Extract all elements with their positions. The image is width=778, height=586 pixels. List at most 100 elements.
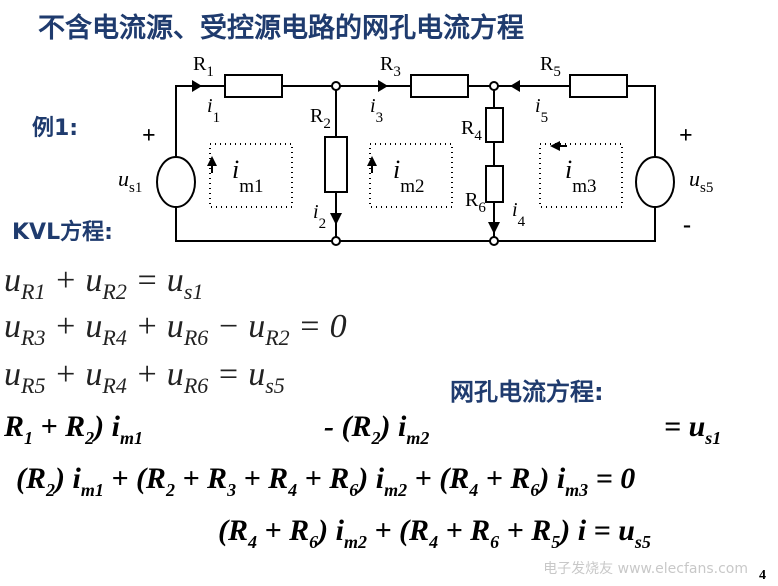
equation-subscript: m1 — [80, 480, 104, 500]
node — [489, 236, 499, 246]
kvl-equation-2: uR3 + uR4 + uR6 − uR2 = 0 — [4, 308, 347, 351]
equation-term: = u — [208, 356, 266, 393]
equation-term: + R — [257, 514, 310, 547]
equation-term: + R — [499, 514, 552, 547]
equation-subscript: 6 — [349, 480, 359, 500]
voltage-source-us1 — [156, 156, 196, 208]
svg-text:R3: R3 — [380, 53, 401, 80]
resistor-r1 — [224, 74, 283, 98]
equation-subscript: R4 — [102, 373, 127, 398]
slide-title: 不含电流源、受控源电路的网孔电流方程 — [38, 13, 524, 44]
equation-subscript: s1 — [705, 428, 722, 448]
equation-term: ) i — [55, 462, 81, 495]
resistor-r3 — [410, 74, 469, 98]
equation-subscript: 4 — [429, 532, 439, 552]
equation-subscript: m2 — [343, 532, 367, 552]
mesh-equation-part-3: = us1 — [664, 410, 721, 449]
mesh-equation-part-1: R1 + R2) im1 — [4, 410, 143, 449]
equation-subscript: R2 — [265, 325, 290, 350]
equation-subscript: R2 — [102, 279, 127, 304]
mesh-equation-part-4: (R2) im1 + (R2 + R3 + R4 + R6) im2 + (R4… — [16, 462, 635, 501]
svg-text:us5: us5 — [689, 166, 713, 196]
equation-subscript: 2 — [371, 428, 381, 448]
mesh-label: 网孔电流方程: — [450, 378, 604, 406]
svg-text:R6: R6 — [465, 189, 486, 216]
equation-term: = u — [586, 514, 635, 547]
equation-subscript: R3 — [21, 325, 46, 350]
svg-text:i2: i2 — [313, 201, 326, 232]
equation-term: + (R — [366, 514, 430, 547]
mesh-loop-1 — [209, 143, 293, 208]
equation-subscript: R4 — [102, 325, 127, 350]
svg-text:i5: i5 — [535, 95, 548, 126]
equation-term: = 0 — [588, 462, 636, 495]
equation-term: = 0 — [289, 308, 347, 345]
equation-subscript: 6 — [490, 532, 500, 552]
equation-subscript: 5 — [551, 532, 561, 552]
page-number: 4 — [759, 568, 766, 583]
svg-text:R5: R5 — [540, 53, 561, 80]
mesh-equation-part-5: (R4 + R6) im2 + (R4 + R6 + R5) i = us5 — [218, 514, 651, 553]
equation-subscript: 6 — [309, 532, 319, 552]
watermark: 电子发烧友 www.elecfans.com — [543, 561, 748, 577]
equation-subscript: 6 — [530, 480, 540, 500]
svg-text:R1: R1 — [193, 53, 214, 80]
equation-term: − u — [208, 308, 266, 345]
svg-text:i4: i4 — [512, 199, 526, 230]
example-label: 例1: — [32, 116, 79, 141]
arrow-i3-icon — [378, 80, 388, 92]
equation-term: u — [4, 262, 21, 299]
equation-term: + R — [297, 462, 350, 495]
mesh-loop-2 — [369, 143, 453, 208]
svg-text:i1: i1 — [207, 95, 220, 126]
equation-subscript: m1 — [119, 428, 143, 448]
equation-term: + R — [236, 462, 289, 495]
equation-subscript: s1 — [183, 279, 204, 304]
equation-term: + R — [478, 462, 531, 495]
equation-term: + u — [45, 308, 103, 345]
equation-term: + u — [126, 308, 184, 345]
kvl-label: KVL方程: — [12, 220, 113, 245]
equation-term: (R — [218, 514, 248, 547]
equation-term: ) i — [318, 514, 344, 547]
equation-subscript: R1 — [21, 279, 46, 304]
svg-text:i3: i3 — [370, 95, 383, 126]
mesh-equation-part-2: - (R2) im2 — [324, 410, 429, 449]
equation-term: u — [4, 308, 21, 345]
equation-term: (R — [16, 462, 46, 495]
equation-subscript: R5 — [21, 373, 46, 398]
kvl-equation-1: uR1 + uR2 = us1 — [4, 262, 203, 305]
equation-subscript: s5 — [265, 373, 285, 398]
svg-text:R4: R4 — [461, 117, 482, 144]
equation-subscript: R6 — [183, 373, 209, 398]
svg-text:us1: us1 — [118, 166, 142, 196]
svg-text:-: - — [683, 212, 691, 238]
equation-term: ) i — [94, 410, 120, 443]
equation-term: ) i — [560, 514, 587, 547]
resistor-r2 — [324, 136, 348, 193]
equation-term: ) i — [358, 462, 385, 495]
equation-term: + R — [174, 462, 228, 495]
resistor-r6 — [485, 165, 504, 203]
equation-subscript: 3 — [227, 480, 237, 500]
node — [331, 81, 341, 91]
equation-term: + u — [45, 262, 103, 299]
arrow-i2-icon — [330, 213, 342, 225]
resistor-r5 — [569, 74, 628, 98]
equation-term: R — [4, 410, 25, 443]
equation-term: + (R — [103, 462, 166, 495]
equation-term: ) i — [380, 410, 407, 443]
node — [331, 236, 341, 246]
equation-subscript: R6 — [183, 325, 209, 350]
mesh-loop-3 — [539, 143, 623, 208]
arrow-i1-icon — [192, 80, 202, 92]
arrow-im2-icon — [367, 156, 377, 166]
svg-text:im3: im3 — [565, 155, 597, 197]
svg-text:+: + — [142, 123, 156, 149]
equation-subscript: 2 — [85, 428, 95, 448]
equation-subscript: m2 — [406, 428, 430, 448]
equation-term: ) i — [539, 462, 566, 495]
equation-subscript: 1 — [24, 428, 34, 448]
equation-subscript: 4 — [469, 480, 479, 500]
